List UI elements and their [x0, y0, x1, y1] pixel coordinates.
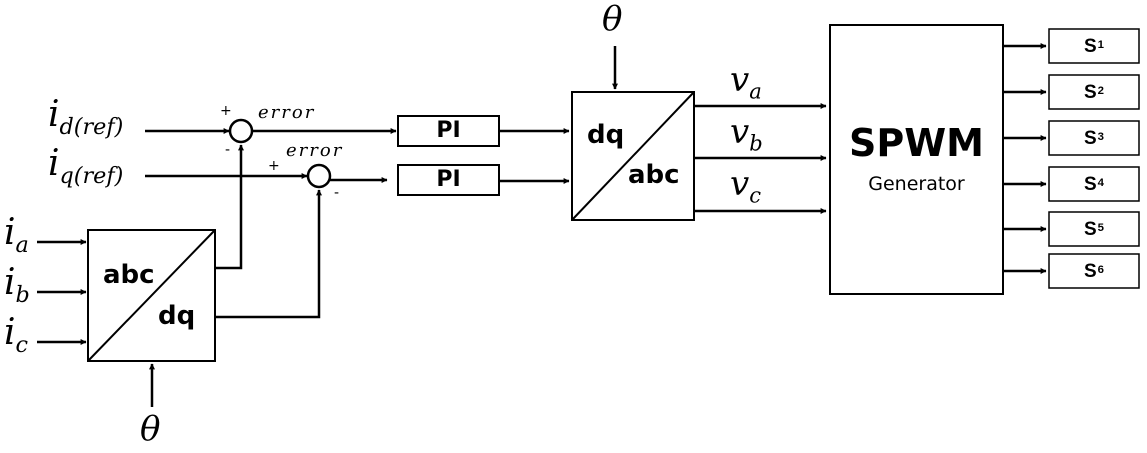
abc-dq-block — [87, 229, 216, 362]
switch-box-s6 — [1048, 253, 1140, 289]
summing-junction-d — [228, 118, 254, 144]
dq-abc-divider — [571, 91, 695, 221]
error-label-d: error — [258, 102, 316, 123]
vc-label: vc — [730, 164, 762, 208]
switch-box-s3 — [1048, 120, 1140, 156]
dq-abc-bottom-label: abc — [628, 160, 680, 190]
plus-sign-q: + — [268, 158, 280, 174]
pi-q-label: PI — [436, 167, 461, 192]
theta-top-label: θ — [602, 0, 623, 39]
ic-label: ic — [4, 312, 29, 358]
dq-abc-top-label: dq — [587, 120, 625, 150]
spwm-subtitle: Generator — [868, 173, 965, 195]
switch-box-s1 — [1048, 28, 1140, 64]
summing-junction-q — [306, 163, 332, 189]
vb-label: vb — [730, 112, 763, 156]
error-label-q: error — [286, 140, 344, 161]
id-ref-label: id(ref) — [48, 94, 124, 140]
pi-d-label: PI — [436, 118, 461, 143]
switch-box-s4 — [1048, 166, 1140, 202]
ia-label: ia — [4, 212, 29, 258]
dq-abc-block — [571, 91, 695, 221]
minus-sign-q: - — [334, 185, 340, 201]
spwm-generator-block — [829, 24, 1004, 295]
id-feedback-wire — [215, 144, 244, 270]
abc-dq-top-label: abc — [103, 260, 155, 290]
plus-sign-d: + — [220, 103, 232, 119]
minus-sign-d: - — [225, 142, 231, 158]
ib-label: ib — [4, 262, 30, 308]
switch-box-s5 — [1048, 211, 1140, 247]
va-label: va — [730, 60, 762, 104]
abc-dq-divider — [87, 229, 216, 362]
spwm-title: SPWM — [849, 121, 984, 165]
iq-feedback-wire — [215, 189, 322, 319]
theta-bottom-label: θ — [140, 409, 161, 449]
iq-ref-label: iq(ref) — [48, 143, 124, 189]
abc-dq-bottom-label: dq — [158, 301, 196, 331]
switch-box-s2 — [1048, 74, 1140, 110]
